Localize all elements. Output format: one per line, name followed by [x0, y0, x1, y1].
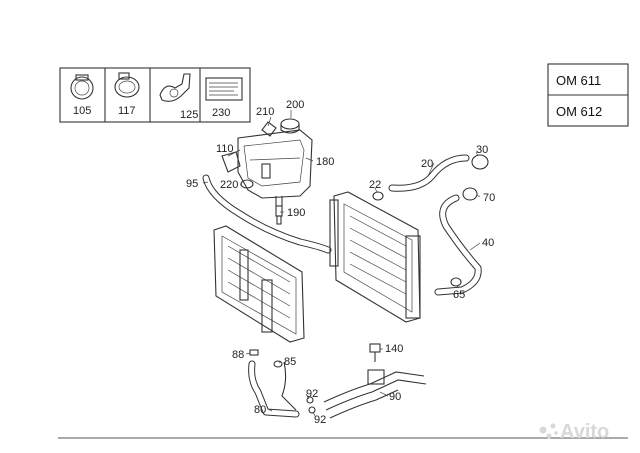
- bolt-140: [369, 343, 381, 362]
- callout-88: 88: [232, 349, 244, 361]
- bracket-110: [221, 151, 241, 173]
- washer-92a: [306, 396, 314, 404]
- callout-220: 220: [220, 179, 238, 191]
- watermark-text: Avito: [560, 421, 609, 443]
- callout-110: 110: [216, 143, 234, 155]
- legend-part-230: 230: [212, 107, 230, 119]
- callout-70: 70: [483, 192, 495, 204]
- leader-lines: [202, 110, 481, 417]
- callout-140: 140: [385, 343, 403, 355]
- clamp-105-icon: [70, 74, 94, 100]
- callouts: 210 200 110 180 95 220 190 20 30 22 70 4…: [186, 99, 495, 426]
- callout-190: 190: [287, 207, 305, 219]
- washer-92b: [308, 406, 316, 414]
- callout-80: 80: [254, 404, 266, 416]
- radiator: [329, 191, 421, 323]
- cap-200: [280, 118, 300, 134]
- callout-92-lower: 92: [314, 414, 326, 426]
- legend-part-125: 125: [180, 109, 198, 121]
- expansion-tank: [237, 129, 313, 207]
- legend-part-105: 105: [73, 105, 91, 117]
- condenser: [213, 225, 305, 343]
- label-plate-230-icon: [205, 77, 243, 101]
- callout-22: 22: [369, 179, 381, 191]
- sensor-190: [275, 205, 283, 225]
- bracket-125-icon: [159, 73, 191, 102]
- callout-200: 200: [286, 99, 304, 111]
- engine-code-om611: OM 611: [556, 73, 601, 88]
- pipe-90: [323, 369, 427, 419]
- callout-210: 210: [256, 106, 274, 118]
- o-ring-65: [450, 277, 462, 287]
- hose-20: [388, 154, 470, 192]
- fitting-210: [261, 121, 277, 137]
- callout-90: 90: [389, 391, 401, 403]
- callout-30: 30: [476, 144, 488, 156]
- hose-95: [202, 174, 332, 254]
- hose-40: [434, 194, 482, 296]
- o-ring-22: [372, 191, 384, 201]
- callout-40: 40: [482, 237, 494, 249]
- clamp-117-icon: [114, 72, 140, 98]
- pipe-80: [248, 360, 300, 418]
- legend-part-117: 117: [118, 105, 136, 117]
- callout-65: 65: [453, 289, 465, 301]
- callout-92-upper: 92: [306, 388, 318, 400]
- callout-20: 20: [421, 158, 433, 170]
- callout-85: 85: [284, 356, 296, 368]
- watermark: Avito: [539, 421, 609, 443]
- clamp-30: [471, 154, 489, 170]
- callout-95: 95: [186, 178, 198, 190]
- washer-88: [249, 349, 259, 356]
- washer-85: [273, 360, 283, 368]
- grommet-220: [240, 179, 254, 189]
- engine-code-box: OM 611 OM 612: [547, 63, 629, 127]
- small-parts-legend: 105 117 125 230: [59, 67, 251, 123]
- engine-code-om612: OM 612: [556, 104, 602, 119]
- callout-180: 180: [316, 156, 334, 168]
- clamp-70: [462, 187, 478, 201]
